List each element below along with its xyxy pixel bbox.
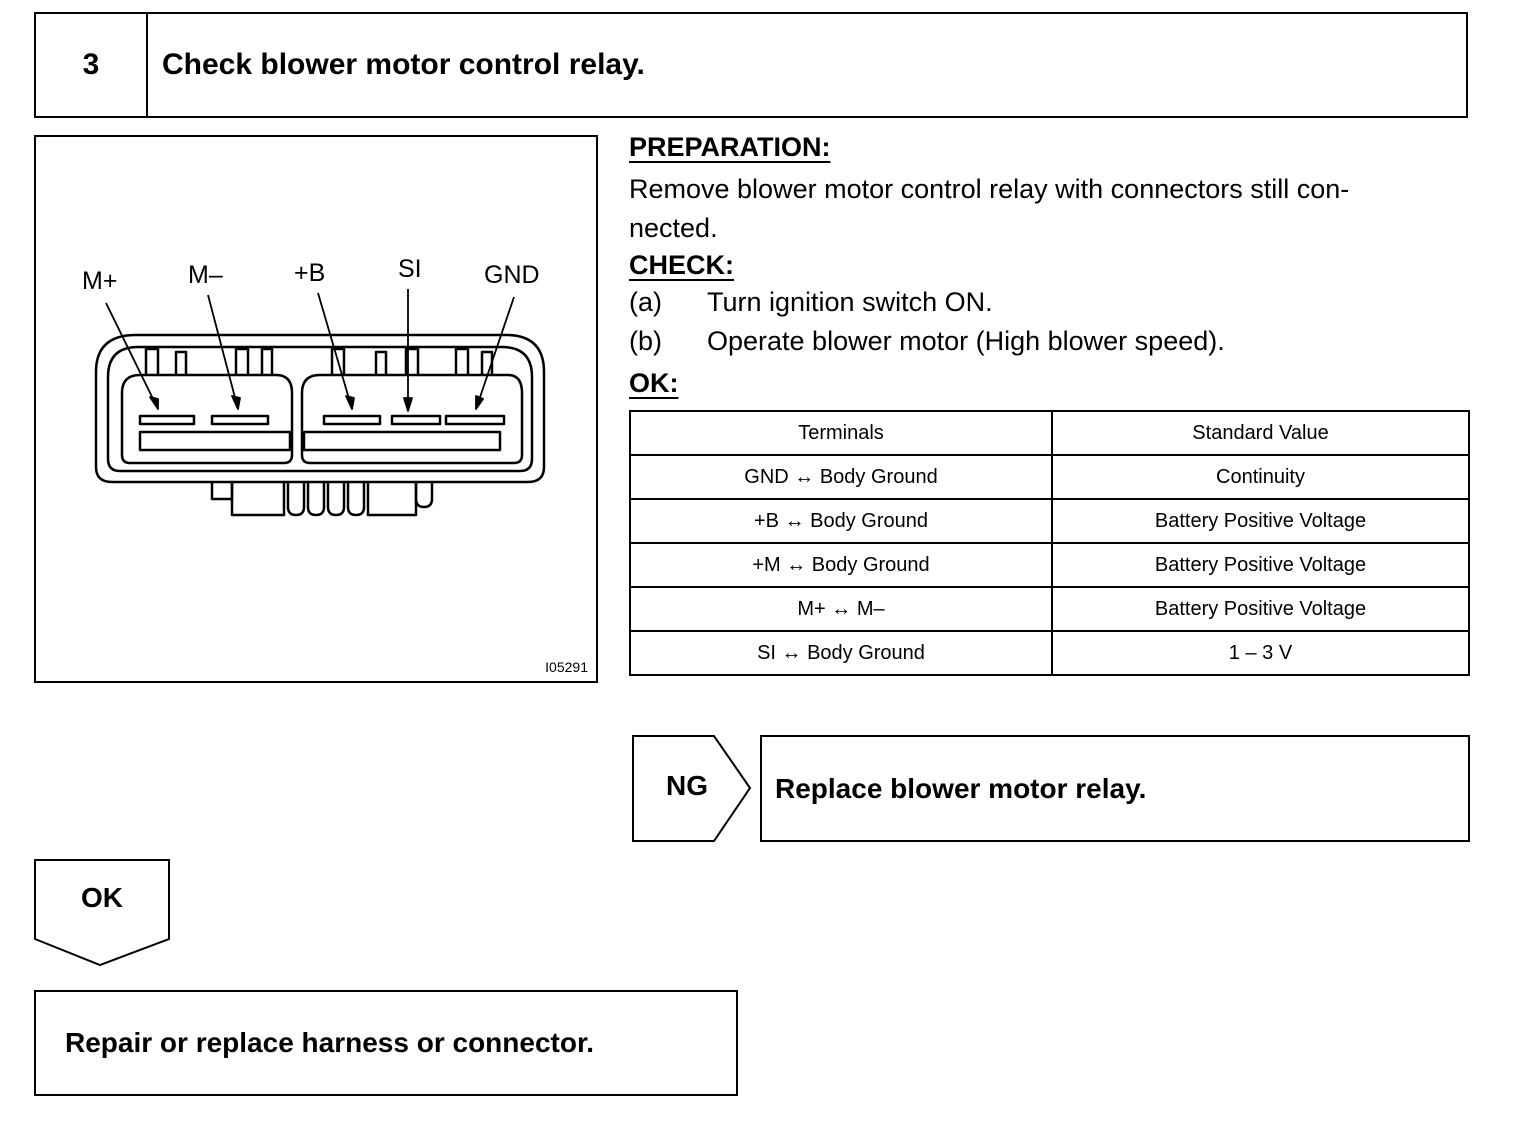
step-number: 3 <box>36 14 148 116</box>
table-row: +M ↔ Body Ground Battery Positive Voltag… <box>629 542 1470 588</box>
table-cell-value: Battery Positive Voltage <box>1051 542 1470 588</box>
table-cell-value: Continuity <box>1051 454 1470 500</box>
preparation-heading: PREPARATION: <box>629 132 831 162</box>
table-cell-value: Battery Positive Voltage <box>1051 586 1470 632</box>
step-title: Check blower motor control relay. <box>162 48 645 81</box>
table-row: +B ↔ Body Ground Battery Positive Voltag… <box>629 498 1470 544</box>
preparation-line-1: Remove blower motor control relay with c… <box>629 174 1350 204</box>
table-header-terminals: Terminals <box>629 410 1053 456</box>
table-row: M+ ↔ M– Battery Positive Voltage <box>629 586 1470 632</box>
relay-connector-illustration: M+ M– +B SI GND <box>82 255 546 517</box>
figure-code: I05291 <box>545 659 588 675</box>
connector-housing <box>94 333 546 517</box>
leader-lines <box>105 289 515 412</box>
pin-label-m-minus: M– <box>188 261 223 289</box>
ok-action-box: Repair or replace harness or connector. <box>34 990 738 1096</box>
ok-label: OK <box>81 882 123 913</box>
table-cell-terminals: +B ↔ Body Ground <box>629 498 1053 544</box>
ok-arrow-icon <box>34 859 170 967</box>
pin-label-m-plus: M+ <box>82 267 117 295</box>
preparation-line-2: nected. <box>629 213 718 243</box>
pin-label-si: SI <box>398 255 422 283</box>
standard-value-table: Terminals Standard Value GND ↔ Body Grou… <box>629 410 1470 676</box>
table-cell-value: Battery Positive Voltage <box>1051 498 1470 544</box>
check-step-b-letter: (b) <box>629 326 662 356</box>
preparation-text: Remove blower motor control relay with c… <box>629 170 1469 248</box>
table-cell-terminals: GND ↔ Body Ground <box>629 454 1053 500</box>
check-step-a-letter: (a) <box>629 287 662 317</box>
table-row: SI ↔ Body Ground 1 – 3 V <box>629 630 1470 676</box>
ng-action-box: Replace blower motor relay. <box>760 735 1470 842</box>
table-header-standard-value: Standard Value <box>1051 410 1470 456</box>
connector-diagram: M+ M– +B SI GND <box>34 135 598 683</box>
table-cell-terminals: SI ↔ Body Ground <box>629 630 1053 676</box>
pin-label-gnd: GND <box>484 261 540 289</box>
check-heading: CHECK: <box>629 250 734 280</box>
check-step-a-text: Turn ignition switch ON. <box>707 287 993 317</box>
table-cell-value: 1 – 3 V <box>1051 630 1470 676</box>
pin-label-plus-b: +B <box>294 259 325 287</box>
step-header: 3 Check blower motor control relay. <box>34 12 1468 118</box>
ng-arrow-icon <box>632 735 752 842</box>
table-row: GND ↔ Body Ground Continuity <box>629 454 1470 500</box>
table-cell-terminals: +M ↔ Body Ground <box>629 542 1053 588</box>
table-cell-terminals: M+ ↔ M– <box>629 586 1053 632</box>
ok-heading: OK: <box>629 368 679 398</box>
table-header-row: Terminals Standard Value <box>629 410 1470 456</box>
ng-label: NG <box>666 770 708 801</box>
check-step-b-text: Operate blower motor (High blower speed)… <box>707 326 1225 356</box>
